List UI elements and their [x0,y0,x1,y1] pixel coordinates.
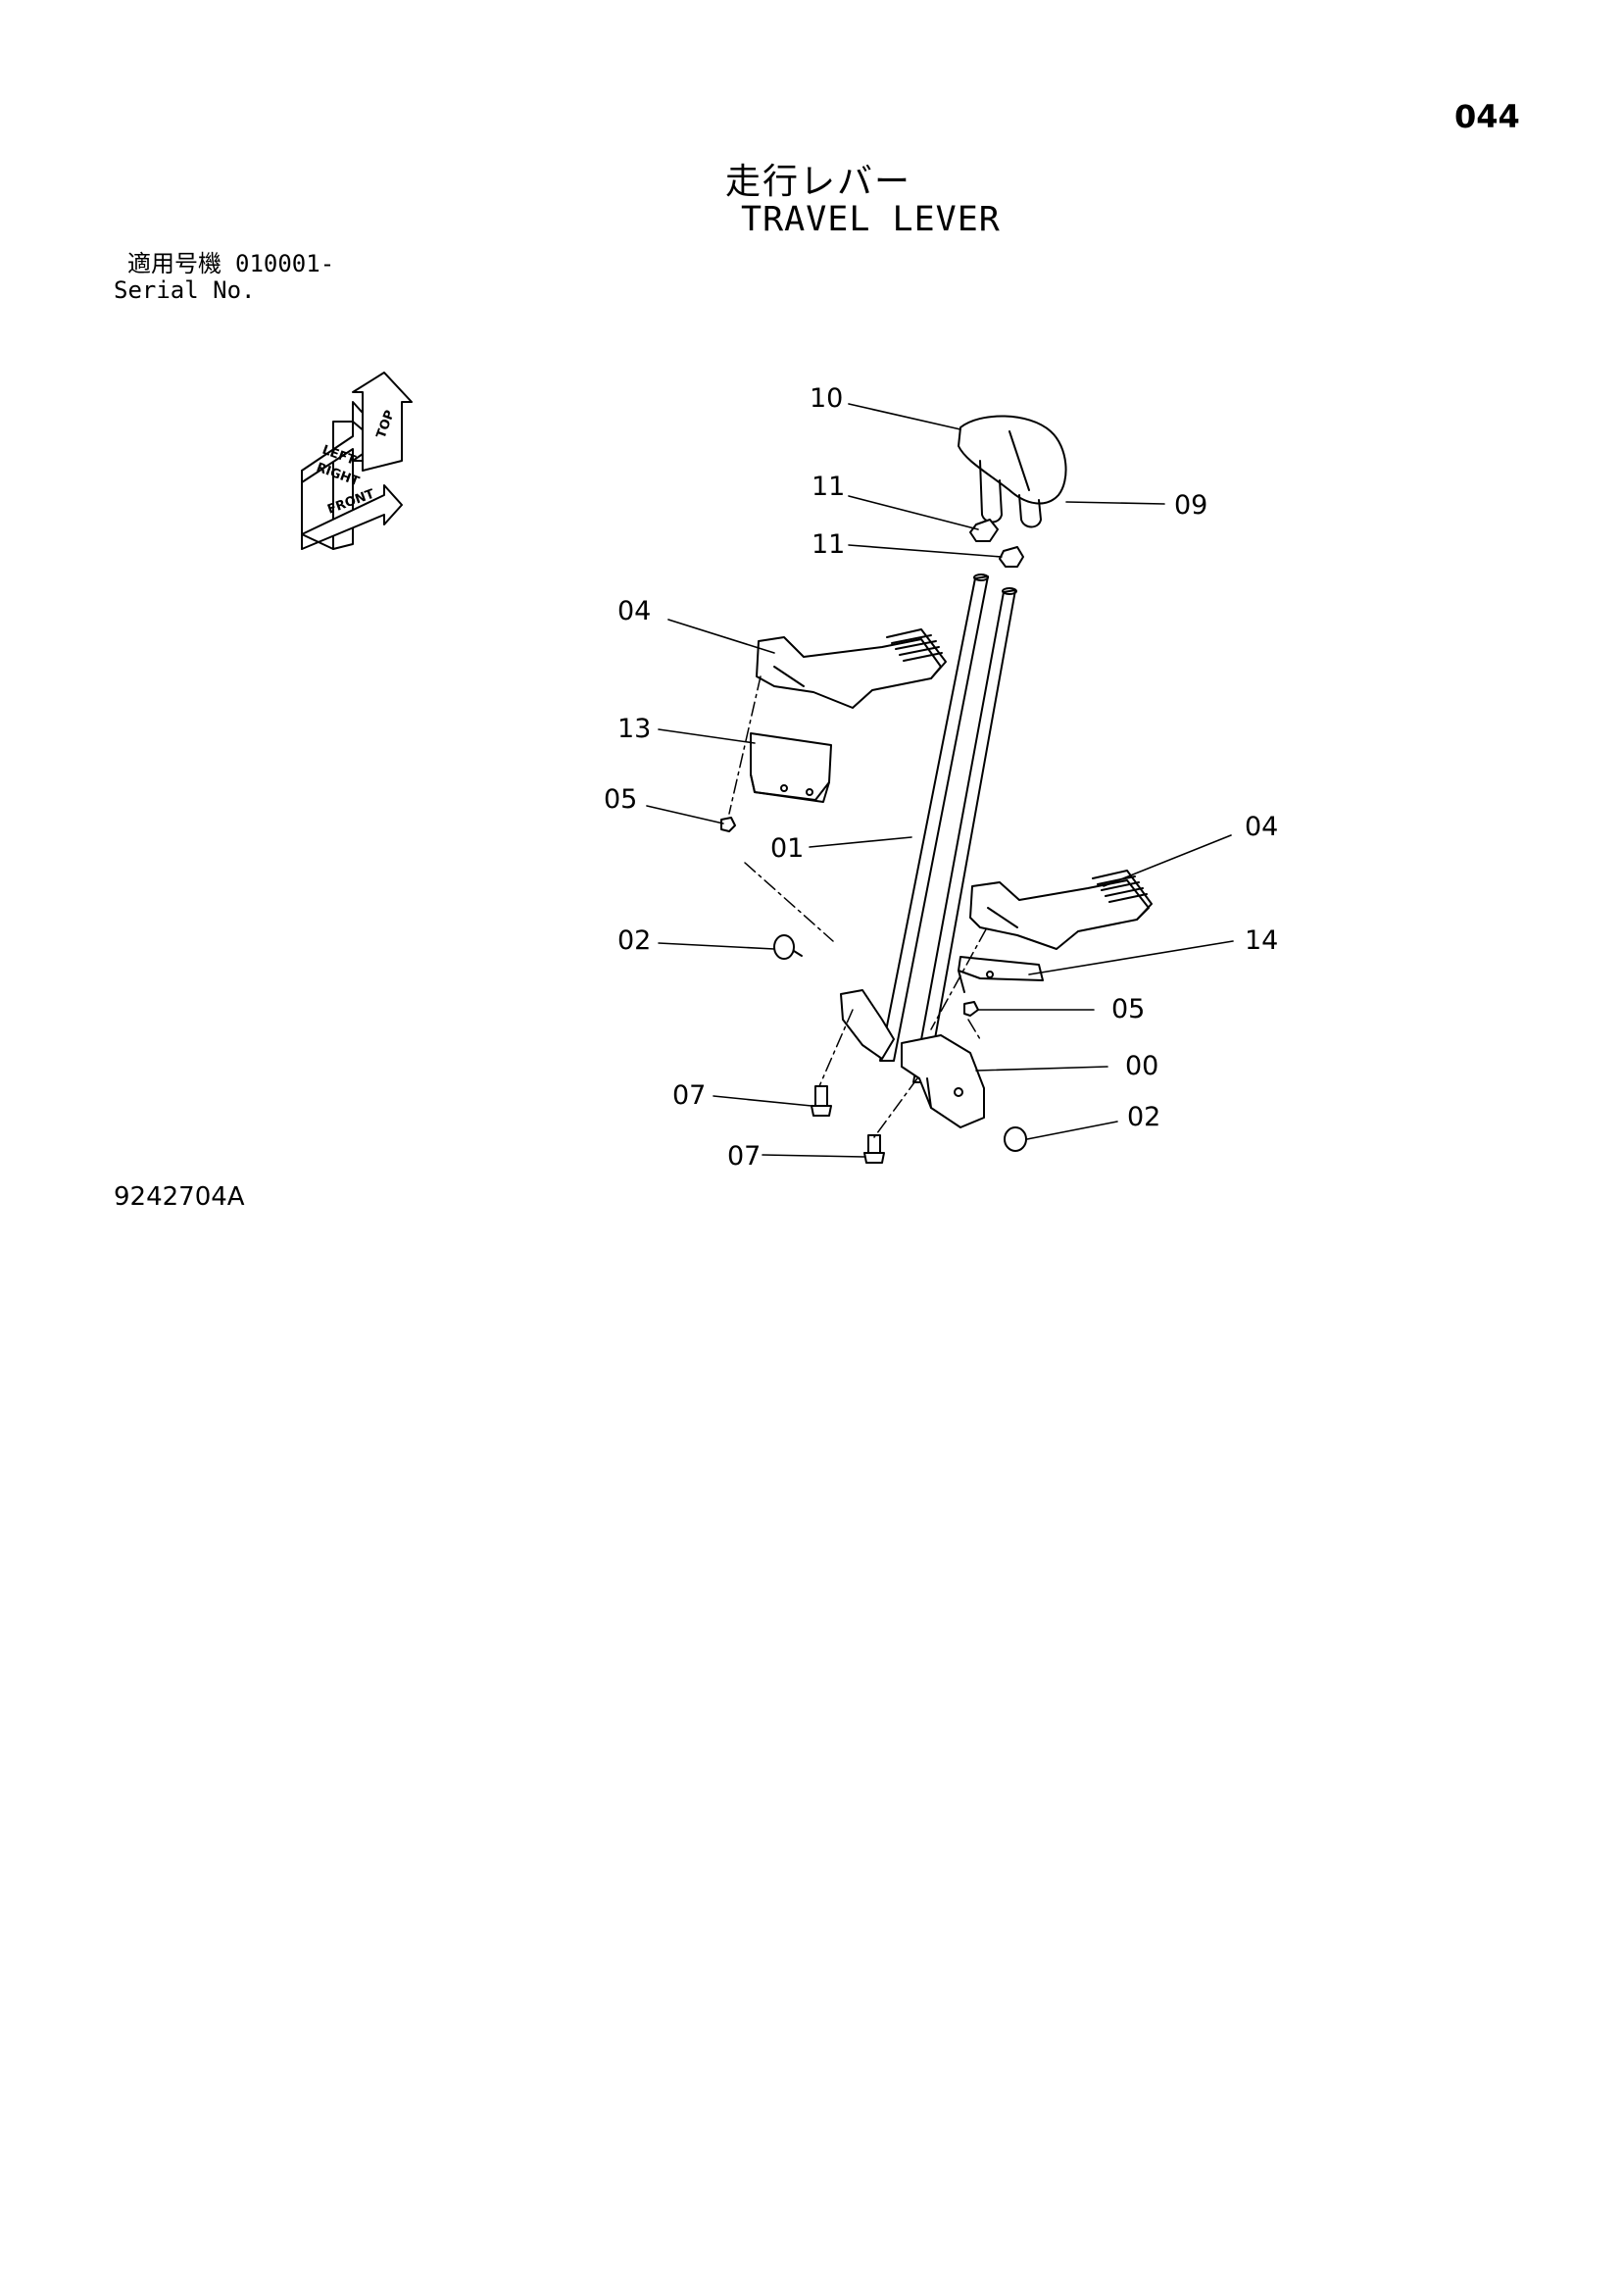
pedal-left [756,628,947,709]
bolt-07b [863,1134,885,1164]
callout-04b: 04 [1245,812,1278,842]
serial-value: 010001- [235,250,335,277]
nut-11a [969,519,999,542]
leader-lines [646,403,1234,1158]
callout-11b: 11 [812,529,845,560]
callout-01: 01 [770,833,804,864]
callout-07a: 07 [672,1080,706,1111]
lever-rod [879,574,1017,1083]
serial-row: 適用号機 010001- [114,251,334,277]
bolt-07a [811,1085,832,1117]
callout-14: 14 [1245,925,1278,956]
drawing-number: 9242704A [114,1182,245,1212]
bolt-05a [720,817,736,832]
callout-11a: 11 [812,472,845,502]
callout-10: 10 [810,383,843,414]
callout-13: 13 [617,714,651,744]
assembly-centerlines [728,675,987,1138]
bracket-14 [958,956,1044,993]
title-japanese: 走行レバー [725,162,912,202]
bolt-02b [1004,1126,1027,1152]
base-bracket [840,989,985,1128]
page-number: 044 [1454,98,1520,135]
bolt-05b [963,1001,979,1017]
callout-02b: 02 [1127,1102,1160,1132]
callout-07b: 07 [727,1141,761,1172]
lever-knob [958,415,1067,528]
serial-label-ja: 適用号機 [127,250,221,277]
callout-00: 00 [1125,1051,1158,1081]
pedal-right [969,870,1153,950]
callout-05a: 05 [604,784,637,815]
serial-block: 適用号機 010001- Serial No. [114,251,334,304]
callout-05b: 05 [1111,994,1145,1024]
callout-04a: 04 [617,596,651,626]
nut-11b [999,546,1024,568]
bolt-02a [773,934,803,960]
callout-09: 09 [1174,490,1207,521]
serial-label-en: Serial No. [114,276,256,304]
orientation-icon [301,372,413,550]
bracket-13 [750,732,832,803]
title-english: TRAVEL LEVER [741,200,1001,239]
callout-02a: 02 [617,925,651,956]
